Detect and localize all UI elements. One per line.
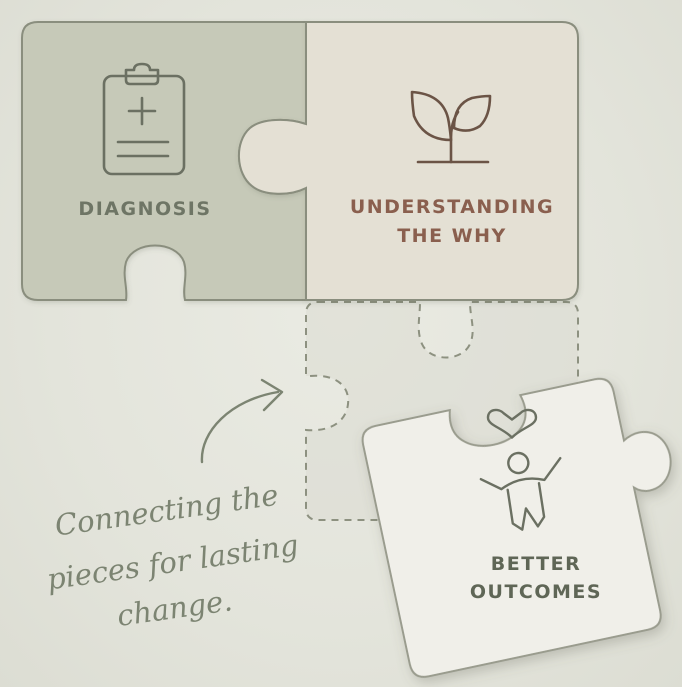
outcomes-label-line1: BETTER	[491, 553, 581, 575]
understanding-label-line1: UNDERSTANDING	[350, 196, 554, 218]
understanding-label-line2: THE WHY	[397, 225, 507, 247]
diagnosis-label: DIAGNOSIS	[78, 198, 211, 220]
curved-arrow-icon	[200, 378, 284, 464]
understanding-piece	[237, 21, 579, 301]
outcomes-label-line2: OUTCOMES	[470, 581, 602, 603]
clipboard-icon	[102, 62, 186, 176]
outcomes-piece	[361, 377, 672, 678]
annotation-line3: change.	[115, 583, 234, 633]
person-heart-icon	[479, 408, 562, 531]
annotation-line1: Connecting the	[53, 478, 281, 543]
sprout-icon	[410, 90, 492, 164]
outcomes-piece-group	[361, 377, 672, 678]
